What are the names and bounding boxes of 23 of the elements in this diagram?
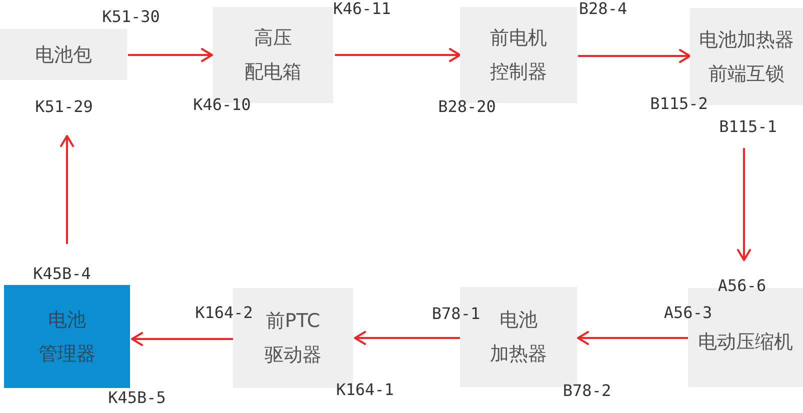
pin-label: B28-4 (578, 0, 628, 18)
arrow (335, 48, 461, 62)
pin-label: K45B-4 (33, 265, 91, 283)
pin-label: B115-1 (719, 118, 777, 136)
arrow (737, 148, 751, 261)
arrow (60, 135, 74, 244)
pin-label: K164-2 (195, 304, 253, 322)
pin-label: K46-11 (333, 0, 391, 18)
pin-label: K51-30 (102, 8, 160, 26)
pin-label: B78-2 (562, 382, 612, 400)
arrow (128, 48, 213, 62)
pin-label: K45B-5 (108, 389, 166, 407)
arrow (578, 49, 691, 63)
component-box: 电池管理器 (4, 285, 130, 388)
component-box: 电池包 (0, 29, 127, 80)
pin-label: A56-6 (718, 277, 766, 295)
arrow (577, 331, 688, 345)
arrow (354, 331, 460, 345)
pin-label: A56-3 (664, 304, 712, 322)
arrow (131, 332, 233, 346)
pin-label: K51-29 (35, 98, 93, 116)
pin-label: K164-1 (336, 381, 394, 399)
pin-label: B78-1 (432, 305, 480, 323)
